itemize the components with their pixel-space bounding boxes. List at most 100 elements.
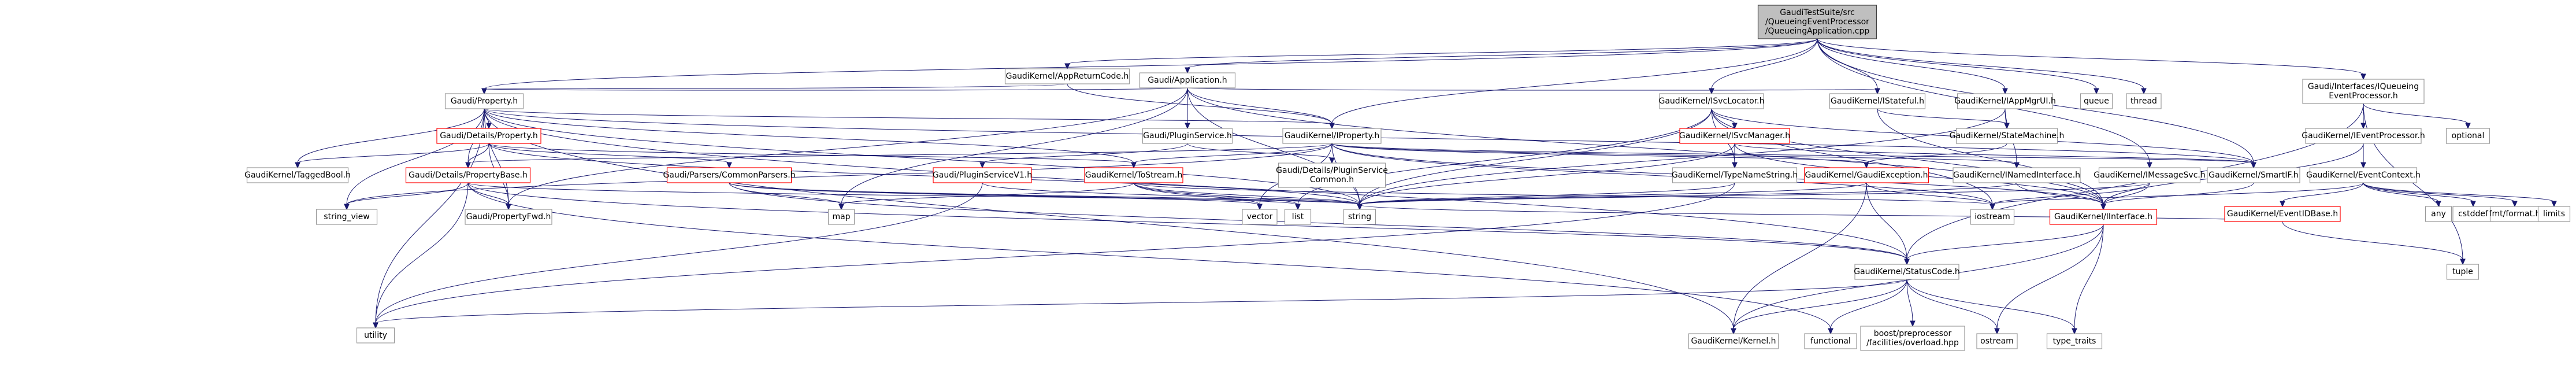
node-box [356, 327, 395, 344]
edge-iproperty-to-iostream [1331, 143, 1993, 205]
edge-gaudiexc-to-string [1359, 182, 1867, 205]
node-box [1804, 333, 1857, 349]
node-label: GaudiKernel/ISvcLocator.h [1658, 97, 1764, 106]
node-box [1757, 5, 1877, 39]
node-tostream[interactable]: GaudiKernel/ToStream.h [1084, 167, 1183, 183]
node-box [246, 167, 349, 183]
node-evidbase[interactable]: GaudiKernel/EventIDBase.h [2224, 206, 2341, 222]
edge-propbase-to-utility [375, 182, 469, 324]
node-evctx[interactable]: GaudiKernel/EventContext.h [2306, 167, 2421, 183]
node-iostream[interactable]: iostream [1970, 209, 2015, 225]
node-appret[interactable]: GaudiKernel/AppReturnCode.h [1004, 68, 1130, 84]
node-box [1343, 209, 1376, 225]
node-iproperty[interactable]: GaudiKernel/IProperty.h [1282, 128, 1382, 144]
node-layer: GaudiTestSuite/src/QueueingEventProcesso… [244, 5, 2571, 351]
node-svcloc[interactable]: GaudiKernel/ISvcLocator.h [1658, 93, 1765, 109]
edge-plugv1-to-string [982, 182, 1360, 205]
edge-tostream-to-list [1133, 182, 1298, 205]
node-stringview[interactable]: string_view [315, 209, 378, 225]
edge-appret-to-prop [484, 83, 1068, 90]
edge-svcloc-to-isvcmgr [1711, 108, 1735, 124]
node-label: Gaudi/Application.h [1148, 76, 1227, 85]
node-optional[interactable]: optional [2445, 128, 2490, 144]
node-vector[interactable]: vector [1242, 209, 1278, 225]
node-box [2049, 209, 2158, 225]
node-ostream[interactable]: ostream [1976, 333, 2018, 349]
edge-prop-to-iproperty [484, 108, 1332, 124]
node-box [1953, 167, 2081, 183]
node-box [2445, 128, 2490, 144]
node-box [1139, 72, 1236, 88]
node-statuscode[interactable]: GaudiKernel/StatusCode.h [1854, 264, 1960, 280]
node-detprop[interactable]: Gaudi/Details/Property.h [436, 128, 541, 144]
node-fmt[interactable]: fmt/format.h [2489, 206, 2541, 222]
node-iinterface[interactable]: GaudiKernel/IInterface.h [2049, 209, 2158, 225]
node-label: GaudiKernel/EventIDBase.h [2227, 209, 2338, 219]
node-typetraits[interactable]: type_traits [2046, 333, 2103, 349]
node-limits[interactable]: limits [2537, 206, 2571, 222]
edge-arrowhead [2251, 162, 2256, 169]
node-functional[interactable]: functional [1804, 333, 1857, 349]
node-root[interactable]: GaudiTestSuite/src/QueueingEventProcesso… [1757, 5, 1877, 39]
edge-arrowhead [373, 322, 378, 329]
node-smartif[interactable]: GaudiKernel/SmartIF.h [2207, 167, 2300, 183]
node-string[interactable]: string [1343, 209, 1376, 225]
node-utility[interactable]: utility [356, 327, 395, 344]
node-pluginsvc[interactable]: Gaudi/PluginService.h [1142, 128, 1233, 144]
node-gaudiexc[interactable]: GaudiKernel/GaudiException.h [1803, 167, 1929, 183]
node-thread[interactable]: thread [2126, 93, 2162, 109]
node-label: GaudiKernel/AppReturnCode.h [1006, 72, 1129, 81]
edge-arrowhead [1732, 123, 1738, 130]
edge-evctx-to-cstddef [2363, 182, 2474, 202]
node-cstddef[interactable]: cstddef [2452, 206, 2494, 222]
node-statemach[interactable]: GaudiKernel/StateMachine.h [1950, 128, 2065, 144]
node-label: Gaudi/PluginService.h [1143, 131, 1232, 141]
node-prop[interactable]: Gaudi/Property.h [444, 93, 524, 109]
node-list[interactable]: list [1284, 209, 1312, 225]
node-any[interactable]: any [2425, 206, 2452, 222]
node-queue[interactable]: queue [2080, 93, 2113, 109]
node-plugv1[interactable]: Gaudi/PluginServiceV1.h [933, 167, 1032, 183]
node-box [2126, 93, 2162, 109]
node-box [1957, 93, 2054, 109]
node-tagged[interactable]: GaudiKernel/TaggedBool.h [244, 167, 351, 183]
edge-arrowhead [838, 204, 844, 211]
edge-imsgsvc-to-iinterface [2103, 182, 2150, 205]
edge-arrowhead [1295, 204, 1301, 211]
node-propfwd[interactable]: Gaudi/PropertyFwd.h [465, 209, 552, 225]
node-typename[interactable]: GaudiKernel/TypeNameString.h [1672, 167, 1798, 183]
node-iappmgr[interactable]: GaudiKernel/IAppMgrUI.h [1954, 93, 2056, 109]
edge-propbase-to-stringview [346, 182, 469, 205]
edge-arrowhead [2002, 88, 2008, 95]
node-box [2046, 333, 2103, 349]
edge-iproperty-to-stringview [346, 143, 1332, 205]
node-boostpp[interactable]: boost/preprocessor/facilities/overload.h… [1860, 326, 1965, 351]
node-imsgsvc[interactable]: GaudiKernel/IMessageSvc.h [2094, 167, 2206, 183]
node-app[interactable]: Gaudi/Application.h [1139, 72, 1236, 88]
node-parsers[interactable]: Gaudi/Parsers/CommonParsers.h [663, 167, 796, 183]
node-box [2080, 93, 2113, 109]
node-ieventproc[interactable]: GaudiKernel/IEventProcessor.h [2302, 128, 2425, 144]
edge-iproperty-to-tostream [1133, 143, 1332, 164]
node-box [1688, 333, 1779, 349]
edge-arrowhead [1257, 204, 1263, 211]
node-isvcmgr[interactable]: GaudiKernel/ISvcManager.h [1679, 128, 1790, 144]
node-box [1829, 93, 1926, 109]
edge-prop-to-propfwd [484, 108, 509, 205]
node-label: GaudiKernel/StateMachine.h [1950, 131, 2065, 141]
node-label: GaudiKernel/IInterface.h [2054, 212, 2152, 221]
node-tuple[interactable]: tuple [2446, 264, 2480, 280]
edge-iproperty-to-smartif [1331, 143, 2254, 164]
node-map[interactable]: map [827, 209, 855, 225]
edge-root-to-prop [484, 38, 1818, 90]
node-propbase[interactable]: Gaudi/Details/PropertyBase.h [405, 167, 531, 183]
edge-arrowhead [486, 123, 492, 130]
edge-app-to-prop [484, 87, 1188, 91]
node-inamed[interactable]: GaudiKernel/INamedInterface.h [1953, 167, 2081, 183]
node-istate[interactable]: GaudiKernel/IStateful.h [1829, 93, 1926, 109]
node-kernel[interactable]: GaudiKernel/Kernel.h [1688, 333, 1779, 349]
node-label: GaudiKernel/Kernel.h [1691, 337, 1776, 346]
node-label: GaudiKernel/StatusCode.h [1854, 267, 1960, 276]
